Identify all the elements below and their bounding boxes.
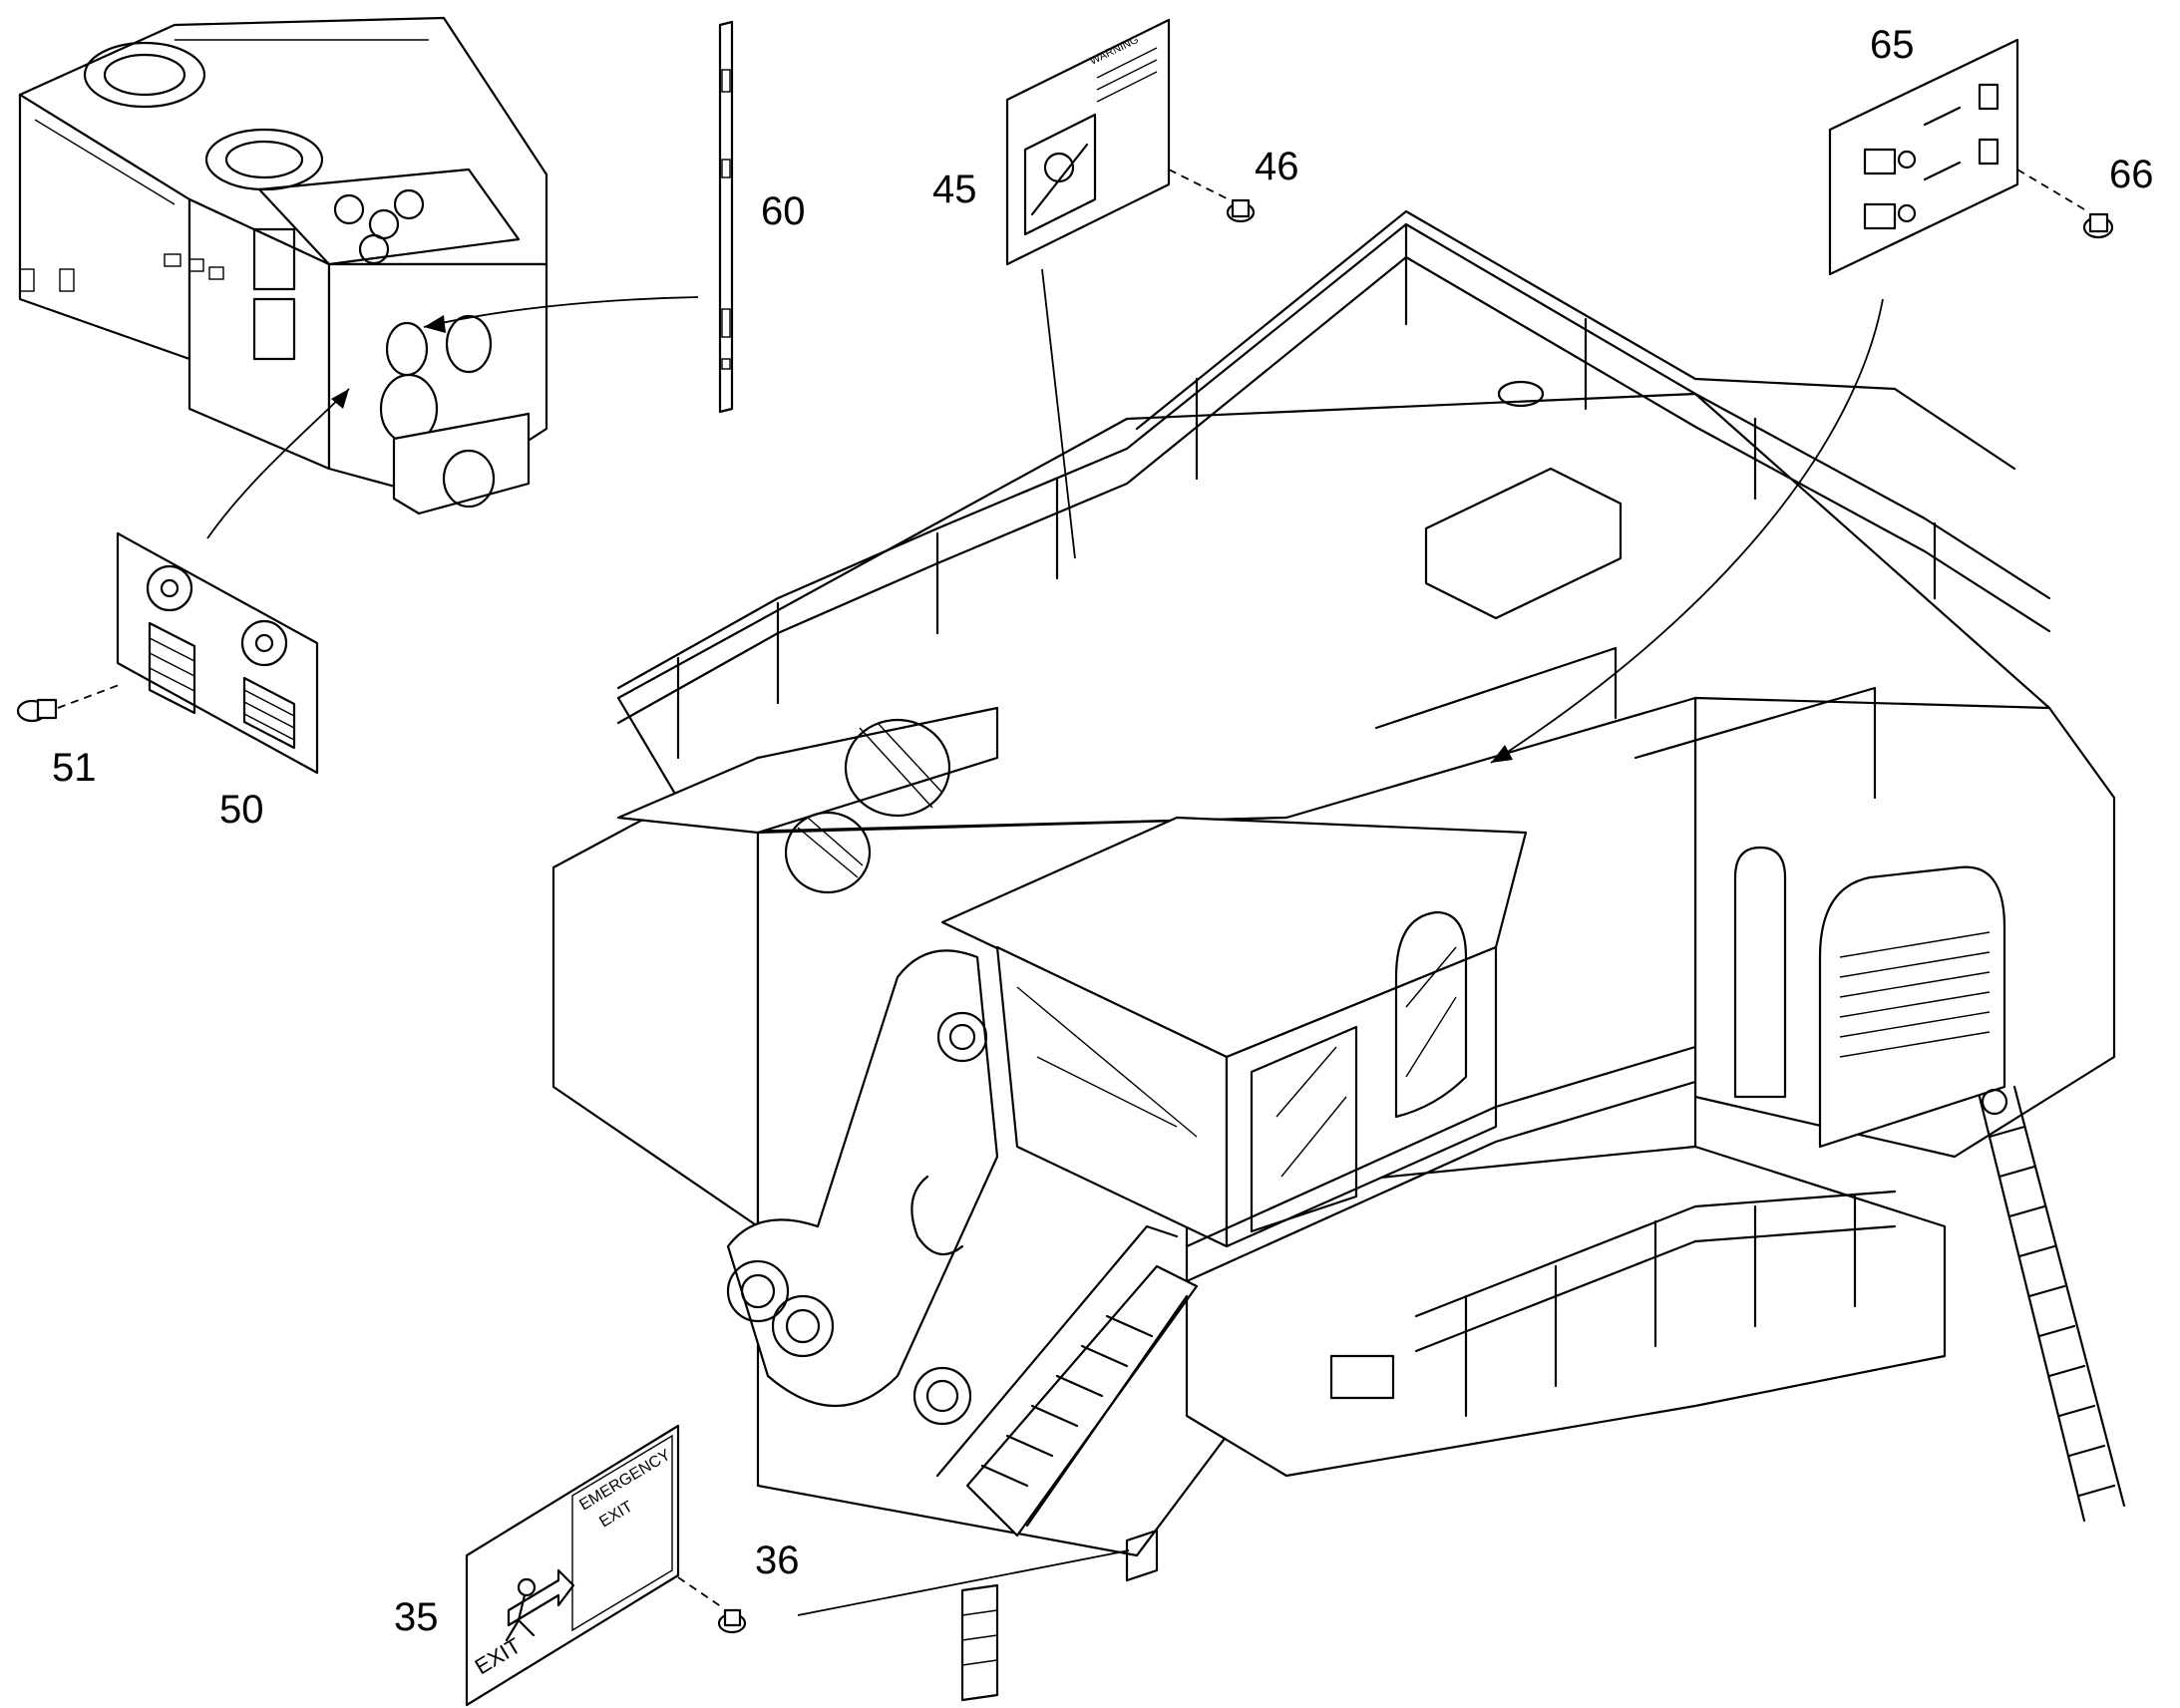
callout-65: 65: [1870, 23, 1915, 67]
callout-labels: 35 36 45 46 50 51 60 65 66: [52, 23, 2154, 1639]
leader-lines-main: [797, 268, 1884, 1616]
front-stairs: [935, 1224, 1199, 1702]
leader-lines-module: [206, 296, 699, 539]
bolt-66: [2016, 169, 2114, 239]
callout-51: 51: [52, 746, 97, 790]
callout-36: 36: [755, 1538, 800, 1582]
warning-decal: WARNING: [1005, 18, 1171, 266]
emergency-exit-sign: EMERGENCY EXIT EXIT: [465, 1424, 680, 1707]
hydraulic-decal: [1828, 38, 2019, 276]
bolt-51: [16, 683, 123, 723]
callout-45: 45: [932, 168, 977, 211]
callout-50: 50: [219, 788, 264, 832]
side-ladder: [1978, 1085, 2126, 1523]
grille-right: [1839, 931, 1991, 1058]
strip-decal: [718, 20, 734, 414]
steering-decal: [116, 531, 319, 775]
callout-35: 35: [394, 1595, 439, 1639]
callout-46: 46: [1255, 145, 1299, 188]
bolt-36: [677, 1576, 747, 1634]
callout-66: 66: [2109, 153, 2154, 196]
handrails: [616, 209, 2051, 1418]
callout-60: 60: [761, 189, 806, 233]
machinery-house-module: [18, 16, 548, 515]
bolt-46: [1168, 169, 1256, 223]
main-excavator-body: [551, 380, 2116, 1557]
